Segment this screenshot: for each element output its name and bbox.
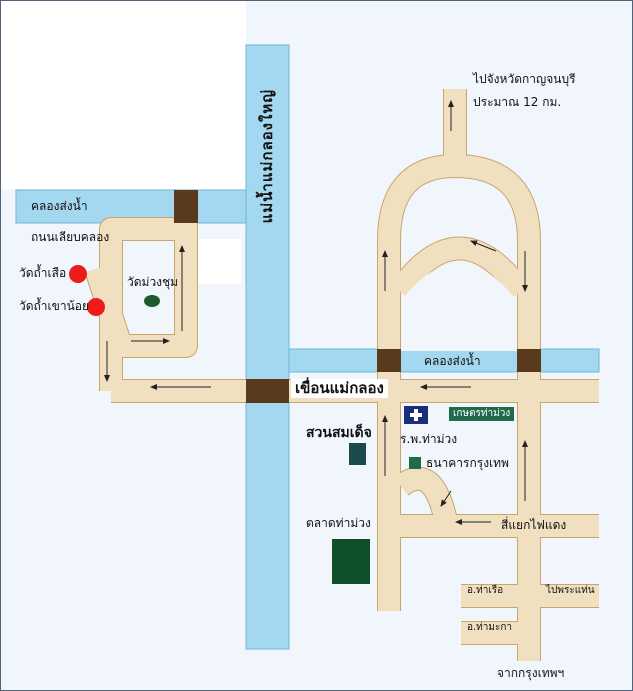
bridge-dam [246,379,289,403]
hospital-cross-icon [404,406,428,424]
wat-tham-khao-noi-label: วัดถ้ำเขาน้อย [19,299,90,313]
arrow-icon [440,490,452,507]
bridges [174,190,541,403]
junction-label: สี่แยกไฟแดง [501,518,567,532]
from-bangkok-label: จากกรุงเทพฯ [497,666,565,680]
mae-klong-river-label: แม่น้ำแม่กลองใหญ่ [258,89,276,224]
bank-marker-icon [409,457,421,469]
arch-interior [401,263,517,351]
canal-top-label: คลองส่งน้ำ [31,199,88,213]
tha-maka-label: อ.ท่ามะกา [467,622,513,633]
temple-marker-icon [69,265,87,283]
kbank-label: เกษตรท่าม่วง [449,407,515,421]
bridge-canal-right-1 [377,349,401,372]
wat-tham-suea-label: วัดถ้ำเสือ [19,266,67,280]
temple-marker-icon [144,295,160,307]
road-leab-klong-label: ถนนเลียบคลอง [31,230,110,244]
phra-thaen-label: ไปพระแท่น [546,585,595,596]
park-label: สวนสมเด็จ [306,425,372,441]
bridge-canal-left [174,190,198,223]
bangkok-bank-label: ธนาคารกรุงเทพ [426,456,509,470]
distance-label: ประมาณ 12 กม. [473,95,562,109]
canal-right-label: คลองส่งน้ำ [424,354,481,368]
temple-marker-icon [87,298,105,316]
blank-area-2 [196,239,241,284]
bridge-canal-right-2 [517,349,541,372]
park-marker [349,443,366,465]
to-kanchanaburi-label: ไปจังหวัดกาญจนบุรี [473,72,576,86]
wat-muang-chum-label: วัดม่วงชุม [127,275,179,289]
arrow-icon [470,240,497,252]
mae-klong-river [245,44,290,650]
tha-ruea-label: อ.ท่าเรือ [467,585,504,596]
dam-label: เขื่อนแม่กลอง [291,379,388,398]
hospital-label: ร.พ.ท่าม่วง [400,432,458,446]
market-label: ตลาดท่าม่วง [306,516,371,530]
blank-area [1,1,246,189]
roads [84,89,599,661]
market-marker [332,539,370,584]
